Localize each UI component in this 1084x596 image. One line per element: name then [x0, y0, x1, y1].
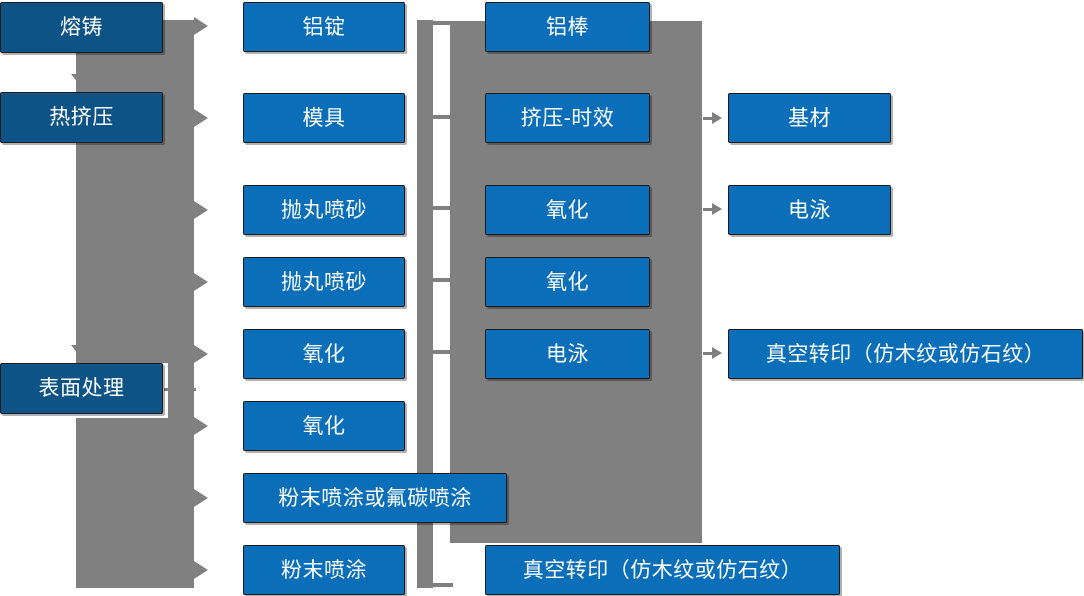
- down-arrow-icon-melting-to-extrusion: [71, 74, 85, 83]
- process-box-c3-5[interactable]: 电泳: [485, 329, 650, 379]
- process-box-c2-4[interactable]: 抛丸喷砂: [243, 257, 405, 307]
- result-box-c4-2[interactable]: 电泳: [728, 185, 891, 235]
- process-box-c2-2[interactable]: 模具: [243, 93, 405, 143]
- process-label-c2-3: 抛丸喷砂: [281, 198, 367, 222]
- stage-label-extrusion: 热挤压: [49, 106, 114, 129]
- process-box-c3-1[interactable]: 铝棒: [485, 2, 650, 52]
- process-label-c3-6: 真空转印（仿木纹或仿石纹）: [522, 558, 803, 582]
- stub-mid-3: [433, 206, 453, 210]
- mini-arrow-tail-c4-1: [703, 117, 713, 120]
- right-arrow-icon-c4-2: [712, 203, 722, 215]
- process-label-c2-7: 粉末喷涂或氟碳喷涂: [278, 486, 472, 510]
- stub-mid-4: [433, 278, 453, 282]
- result-label-c4-1: 基材: [788, 106, 831, 130]
- mini-arrow-tail-c4-2: [703, 208, 713, 211]
- process-box-c2-5[interactable]: 氧化: [243, 329, 405, 379]
- stub-mid-1: [433, 21, 453, 25]
- stage-box-surface-treatment[interactable]: 表面处理: [0, 363, 163, 414]
- right-arrow-icon-c4-1: [712, 112, 722, 124]
- process-box-c3-2[interactable]: 挤压-时效: [485, 93, 650, 143]
- process-label-c3-4: 氧化: [546, 270, 589, 294]
- spine-arrow-c2-1: [194, 17, 208, 35]
- result-label-c4-3: 真空转印（仿木纹或仿石纹）: [765, 342, 1046, 366]
- process-box-c2-7[interactable]: 粉末喷涂或氟碳喷涂: [243, 473, 507, 523]
- result-box-c4-3[interactable]: 真空转印（仿木纹或仿石纹）: [728, 329, 1083, 379]
- process-label-c2-5: 氧化: [302, 342, 346, 366]
- right-arrow-icon-c4-3: [712, 347, 722, 359]
- stub-mid-5: [433, 350, 453, 354]
- process-box-c3-6[interactable]: 真空转印（仿木纹或仿石纹）: [485, 545, 840, 595]
- stub-mid-2: [433, 115, 453, 119]
- result-box-c4-1[interactable]: 基材: [728, 93, 891, 143]
- spine-arrow-c2-3: [194, 201, 208, 219]
- stage-box-extrusion[interactable]: 热挤压: [0, 92, 163, 143]
- mini-arrow-tail-c4-3: [703, 352, 713, 355]
- result-label-c4-2: 电泳: [788, 198, 831, 222]
- process-box-c2-6[interactable]: 氧化: [243, 401, 405, 451]
- process-label-c2-4: 抛丸喷砂: [281, 270, 367, 294]
- process-box-c2-8[interactable]: 粉末喷涂: [243, 545, 405, 595]
- process-box-c3-3[interactable]: 氧化: [485, 185, 650, 235]
- stub-surface-to-spine: [164, 388, 196, 391]
- process-label-c3-3: 氧化: [546, 198, 589, 222]
- spine-arrow-c2-8: [194, 561, 208, 579]
- stub-mid-6: [433, 583, 453, 587]
- process-label-c2-8: 粉末喷涂: [281, 558, 367, 582]
- spine-bar-middle: [417, 20, 433, 588]
- process-label-c3-5: 电泳: [546, 342, 589, 366]
- process-label-c2-6: 氧化: [302, 414, 346, 438]
- process-label-c2-2: 模具: [302, 106, 346, 130]
- stage-label-surface-treatment: 表面处理: [38, 377, 125, 400]
- down-arrow-icon-extrusion-to-surface: [71, 345, 85, 354]
- process-label-c3-2: 挤压-时效: [520, 106, 615, 130]
- spine-arrow-c2-2: [194, 109, 208, 127]
- process-label-c3-1: 铝棒: [546, 15, 589, 39]
- spine-arrow-c2-4: [194, 273, 208, 291]
- process-label-c2-1: 铝锭: [302, 15, 346, 39]
- process-box-c2-1[interactable]: 铝锭: [243, 2, 405, 52]
- process-box-c2-3[interactable]: 抛丸喷砂: [243, 185, 405, 235]
- spine-arrow-c2-5: [194, 345, 208, 363]
- spine-arrow-c2-7: [194, 489, 208, 507]
- stage-box-melting[interactable]: 熔铸: [0, 2, 163, 53]
- spine-arrow-c2-6: [194, 417, 208, 435]
- process-box-c3-4[interactable]: 氧化: [485, 257, 650, 307]
- stage-label-melting: 熔铸: [60, 16, 103, 39]
